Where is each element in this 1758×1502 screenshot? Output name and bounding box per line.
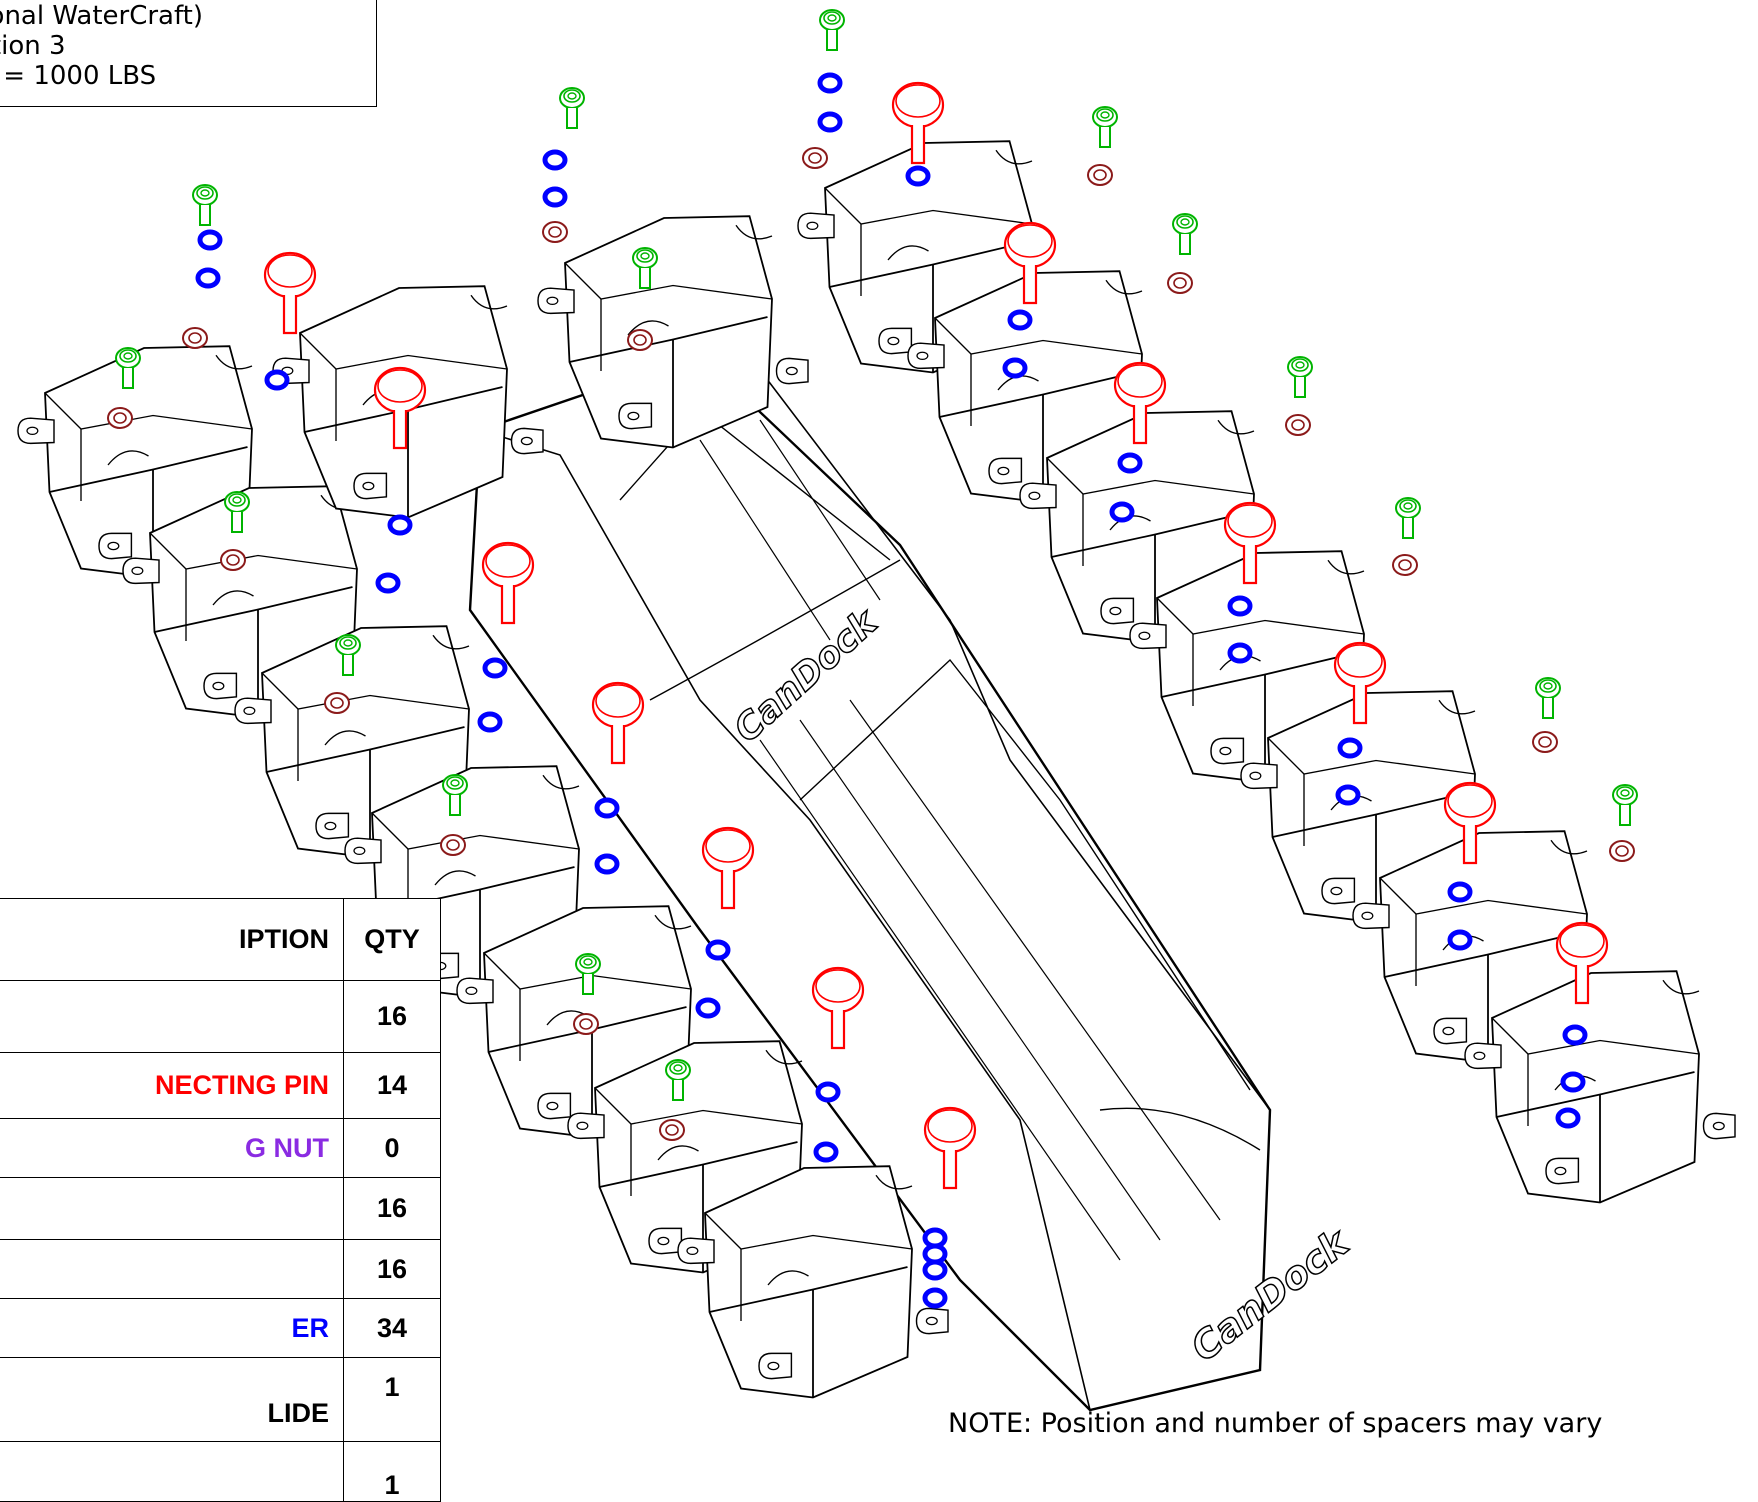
spacer: [1558, 1110, 1578, 1126]
info-line-1: sonal WaterCraft): [0, 1, 204, 31]
bom-description: [0, 980, 344, 1053]
title-info-box: sonal WaterCraft) ation 3 D = 1000 LBS: [0, 0, 377, 107]
bom-description: NECTING PIN: [0, 1052, 344, 1119]
spacer: [1230, 598, 1250, 614]
bom-qty: 0: [343, 1118, 441, 1178]
bom-description: [0, 1177, 344, 1240]
bill-of-materials-table: IPTION QTY 16 NECTING PIN 14 G NUT 0 16 …: [0, 898, 441, 1502]
nut: [1167, 272, 1193, 294]
bom-description: ER: [0, 1298, 344, 1358]
spacer: [480, 714, 500, 730]
spacer: [597, 800, 617, 816]
screw: [1535, 677, 1561, 719]
spacer: [1450, 884, 1470, 900]
spacer: [267, 372, 287, 388]
spacer: [1005, 360, 1025, 376]
nut: [1285, 414, 1311, 436]
spacer: [1340, 740, 1360, 756]
bom-qty: 14: [343, 1052, 441, 1119]
spacer: [816, 1144, 836, 1160]
bom-header-qty: QTY: [343, 898, 441, 981]
spacer-note: NOTE: Position and number of spacers may…: [948, 1408, 1603, 1439]
spacer: [698, 1000, 718, 1016]
connecting-pin: [263, 251, 317, 335]
screw: [819, 9, 845, 51]
screw: [1092, 106, 1118, 148]
spacer: [198, 270, 218, 286]
exploded-dock-assembly-drawing: CanDock CanDock: [17, 9, 1736, 1412]
spacer: [925, 1290, 945, 1306]
nut: [220, 549, 246, 571]
nut: [627, 329, 653, 351]
nut: [182, 327, 208, 349]
spacer: [545, 189, 565, 205]
bom-qty: 1: [343, 1357, 441, 1442]
spacer: [597, 856, 617, 872]
spacer: [1230, 645, 1250, 661]
bom-header-row: IPTION QTY: [0, 898, 441, 981]
spacer: [1112, 504, 1132, 520]
info-line-2: ation 3: [0, 31, 66, 61]
spacer: [908, 168, 928, 184]
nut: [542, 221, 568, 243]
screw: [1172, 213, 1198, 255]
bom-row: G NUT 0: [0, 1118, 441, 1178]
spacer: [1450, 932, 1470, 948]
bom-row: 16: [0, 1239, 441, 1299]
bom-qty: 16: [343, 980, 441, 1053]
spacer: [200, 232, 220, 248]
spacer: [390, 517, 410, 533]
nut: [107, 407, 133, 429]
bom-qty: 1: [343, 1441, 441, 1502]
nut: [802, 147, 828, 169]
spacer: [820, 75, 840, 91]
bom-row: ER 34: [0, 1298, 441, 1358]
bom-description: G NUT: [0, 1118, 344, 1178]
nut: [1609, 840, 1635, 862]
spacer: [1565, 1027, 1585, 1043]
info-line-3: D = 1000 LBS: [0, 61, 157, 91]
nut: [324, 692, 350, 714]
bom-qty: 16: [343, 1239, 441, 1299]
bom-description: [0, 1441, 344, 1502]
screw: [192, 184, 218, 226]
nut: [1087, 164, 1113, 186]
bom-description: [0, 1239, 344, 1299]
nut: [1532, 731, 1558, 753]
spacer: [818, 1084, 838, 1100]
spacer: [545, 152, 565, 168]
spacer: [1563, 1074, 1583, 1090]
spacer: [1010, 312, 1030, 328]
bom-row: NECTING PIN 14: [0, 1052, 441, 1119]
screw: [1612, 784, 1638, 826]
spacer: [485, 660, 505, 676]
screw: [1395, 497, 1421, 539]
bom-row: 16: [0, 1177, 441, 1240]
bom-row: 1: [0, 1441, 441, 1502]
spacer: [1120, 455, 1140, 471]
spacer: [708, 942, 728, 958]
nut: [440, 834, 466, 856]
screw: [1287, 356, 1313, 398]
nut: [1392, 554, 1418, 576]
nut: [573, 1013, 599, 1035]
spacer: [820, 114, 840, 130]
bom-header-description: IPTION: [0, 898, 344, 981]
bom-qty: 34: [343, 1298, 441, 1358]
spacer: [925, 1262, 945, 1278]
screw: [559, 87, 585, 129]
nut: [659, 1119, 685, 1141]
bom-description: LIDE: [0, 1357, 344, 1442]
bom-qty: 16: [343, 1177, 441, 1240]
bom-row: LIDE 1: [0, 1357, 441, 1442]
spacer: [1338, 787, 1358, 803]
bom-row: 16: [0, 980, 441, 1053]
spacer: [378, 575, 398, 591]
